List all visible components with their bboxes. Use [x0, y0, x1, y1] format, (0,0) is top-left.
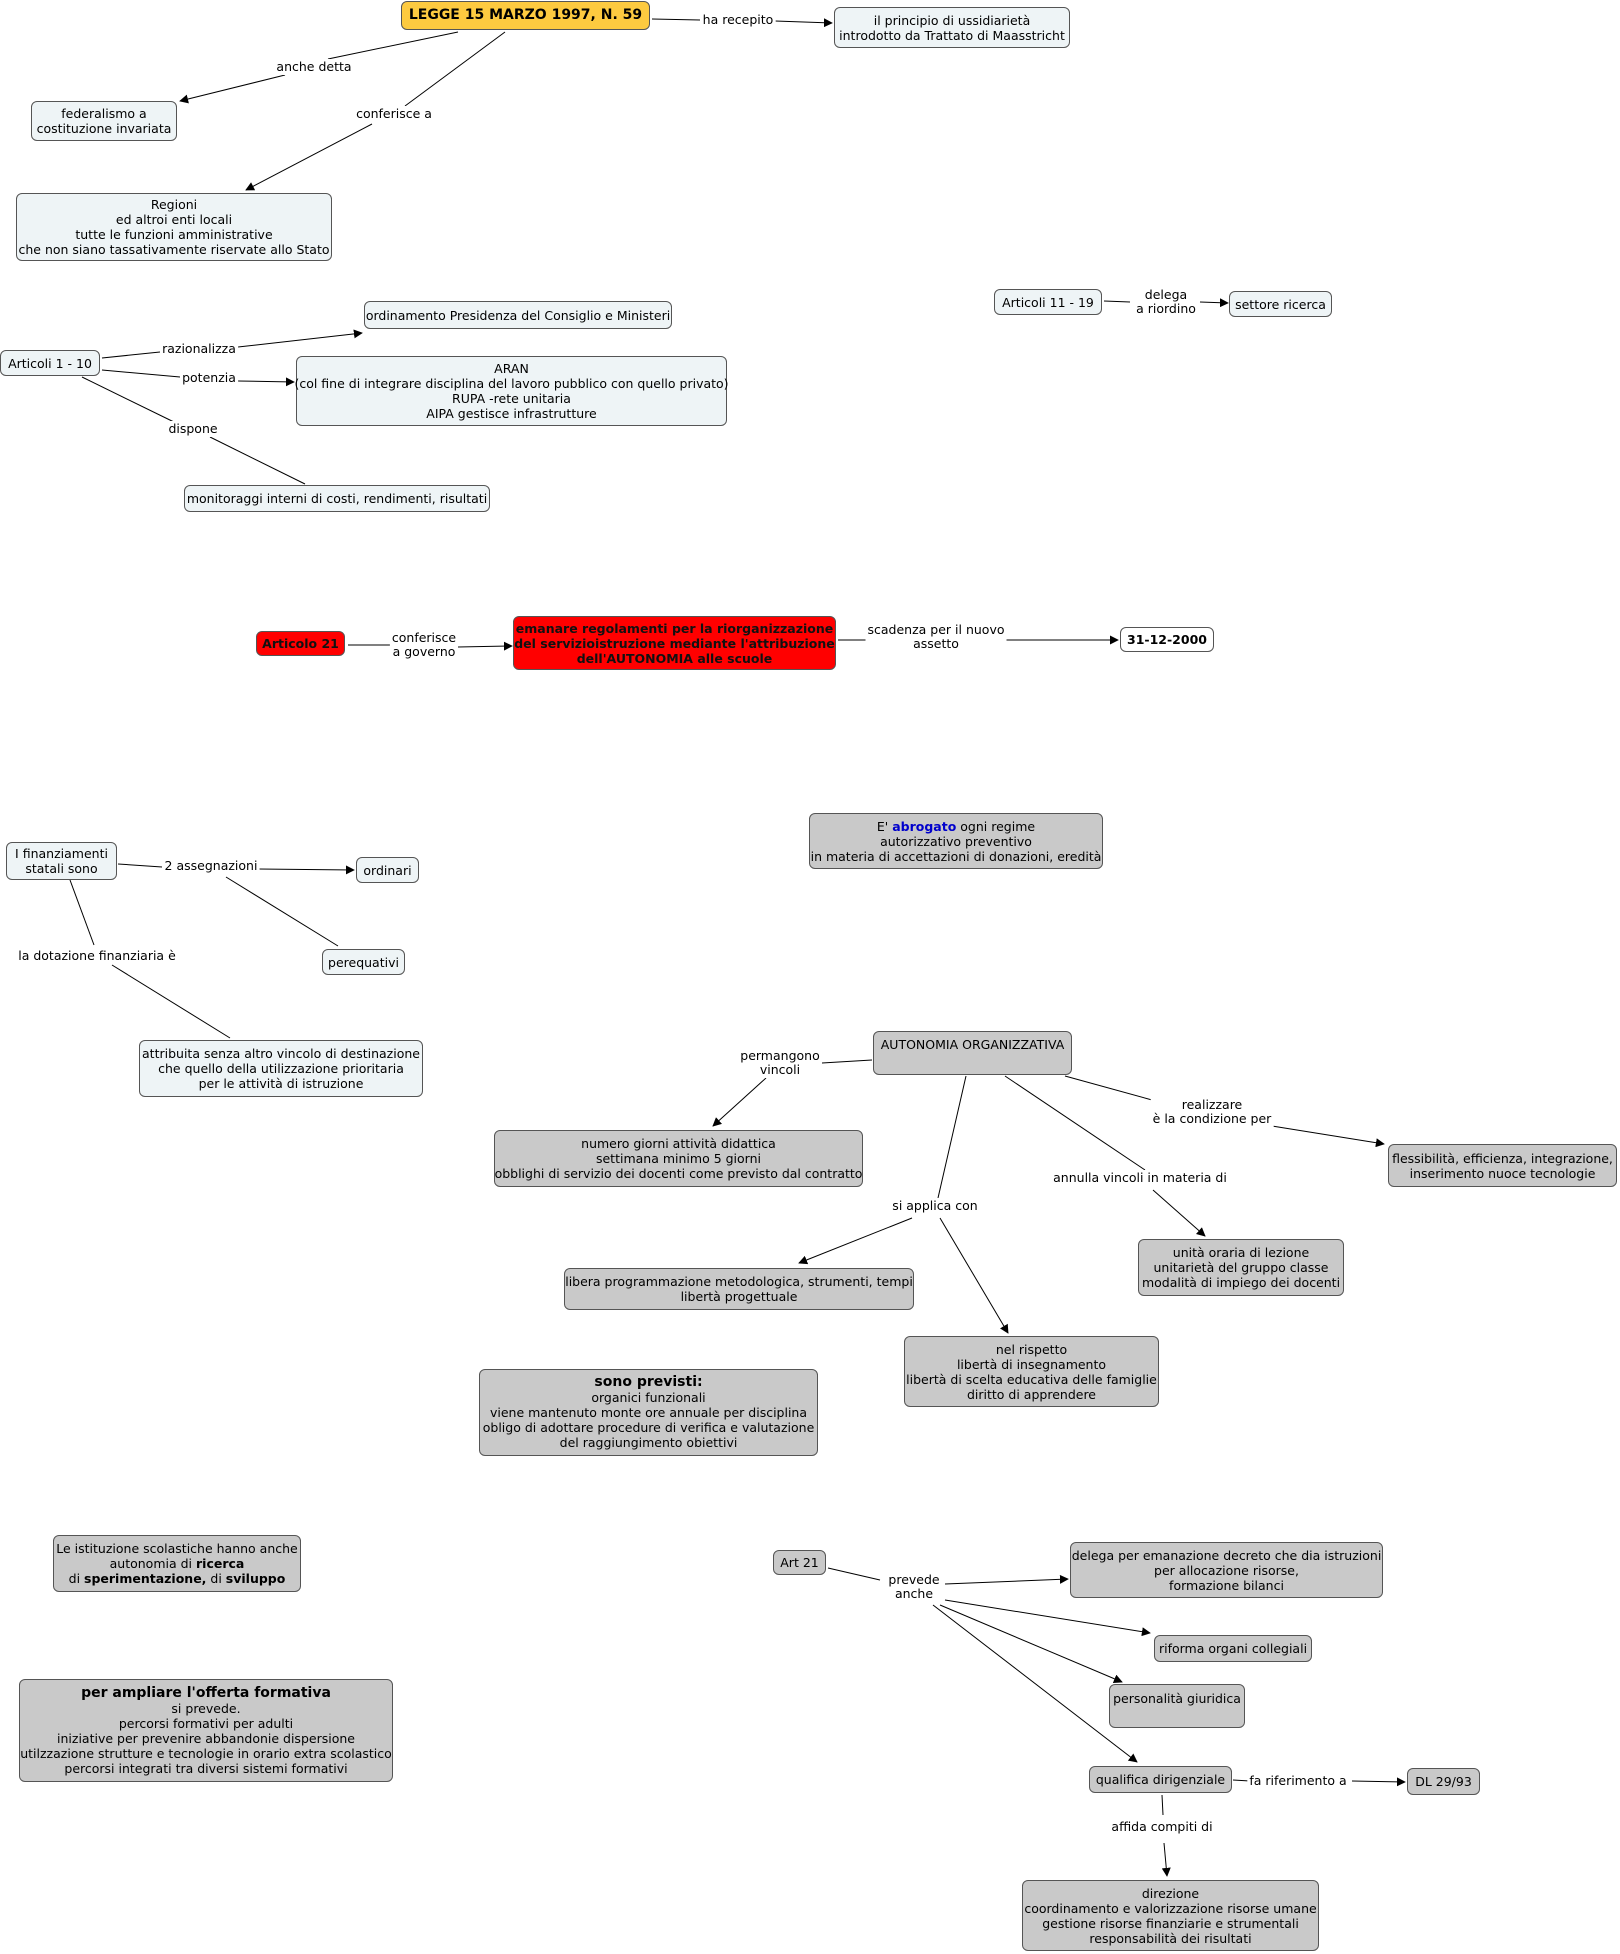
link-label-dotazione: la dotazione finanziaria è	[16, 948, 178, 964]
node-federalismo[interactable]: federalismo a costituzione invariata	[31, 101, 177, 141]
link-label-dispone: dispone	[166, 421, 220, 437]
node-sussidiarieta[interactable]: il principio di ussidiarietà introdotto …	[834, 7, 1070, 48]
node-regioni[interactable]: Regioni ed altroi enti locali tutte le f…	[16, 193, 332, 261]
node-emanare[interactable]: emanare regolamenti per la riorganizzazi…	[513, 616, 836, 670]
node-libera-programmazione[interactable]: libera programmazione metodologica, stru…	[564, 1268, 914, 1310]
node-articoli-11-19[interactable]: Articoli 11 - 19	[994, 289, 1102, 315]
node-sono-previsti[interactable]: sono previsti: organici funzionali viene…	[479, 1369, 818, 1456]
node-unita-oraria[interactable]: unità oraria di lezione unitarietà del g…	[1138, 1239, 1344, 1296]
link-label-affida: affida compiti di	[1109, 1819, 1215, 1835]
node-qualifica[interactable]: qualifica dirigenziale	[1089, 1766, 1232, 1793]
link-label-permangono: permangono vincoli	[738, 1048, 822, 1078]
node-istituzioni[interactable]: Le istituzione scolastiche hanno anche a…	[53, 1535, 301, 1592]
node-abrogato[interactable]: E' abrogato ogni regime autorizzativo pr…	[809, 813, 1103, 869]
node-flessibilita[interactable]: flessibilità, efficienza, integrazione, …	[1388, 1144, 1617, 1187]
node-perequativi[interactable]: perequativi	[322, 949, 405, 975]
link-label-fa-riferimento: fa riferimento a	[1247, 1773, 1349, 1789]
node-personalita[interactable]: personalità giuridica	[1109, 1684, 1245, 1728]
node-date-2000[interactable]: 31-12-2000	[1120, 627, 1214, 652]
node-direzione[interactable]: direzione coordinamento e valorizzazione…	[1022, 1880, 1319, 1951]
node-aran[interactable]: ARAN (col fine di integrare disciplina d…	[294, 356, 729, 426]
link-label-potenzia: potenzia	[180, 370, 238, 386]
link-label-razionalizza: razionalizza	[160, 341, 238, 357]
link-label-si-applica: si applica con	[890, 1198, 980, 1214]
link-label-scadenza: scadenza per il nuovo assetto	[865, 622, 1007, 652]
node-art-21[interactable]: Art 21	[773, 1550, 826, 1575]
link-label-conferisce-a: conferisce a	[354, 106, 434, 122]
link-label-prevede-anche: prevede anche	[886, 1572, 942, 1602]
node-ampliare[interactable]: per ampliare l'offerta formativa si prev…	[19, 1679, 393, 1782]
node-dl[interactable]: DL 29/93	[1407, 1768, 1480, 1795]
node-articoli-1-10[interactable]: Articoli 1 - 10	[0, 350, 100, 376]
link-label-annulla: annulla vincoli in materia di	[1051, 1170, 1229, 1186]
node-ordinari[interactable]: ordinari	[356, 857, 419, 883]
node-autonomia-organizzativa[interactable]: AUTONOMIA ORGANIZZATIVA	[873, 1031, 1072, 1075]
node-finanziamenti[interactable]: I finanziamenti statali sono	[6, 842, 117, 880]
link-label-anche-detta: anche detta	[274, 59, 354, 75]
link-label-conferisce-governo: conferisce a governo	[389, 630, 459, 660]
node-attribuita[interactable]: attribuita senza altro vincolo di destin…	[139, 1040, 423, 1097]
node-riforma[interactable]: riforma organi collegiali	[1154, 1635, 1312, 1662]
node-monitoraggi[interactable]: monitoraggi interni di costi, rendimenti…	[184, 485, 490, 512]
node-settore-ricerca[interactable]: settore ricerca	[1229, 291, 1332, 317]
link-label-realizzare: realizzare è la condizione per	[1150, 1097, 1274, 1127]
node-delega-decreto[interactable]: delega per emanazione decreto che dia is…	[1070, 1542, 1383, 1598]
link-label-delega-riordino: delega a riordino	[1134, 287, 1198, 317]
node-legge[interactable]: LEGGE 15 MARZO 1997, N. 59	[401, 1, 650, 30]
node-numero-giorni[interactable]: numero giorni attività didattica settima…	[494, 1130, 863, 1187]
link-label-assegnazioni: 2 assegnazioni	[162, 858, 260, 874]
node-ordinamento[interactable]: ordinamento Presidenza del Consiglio e M…	[364, 301, 672, 329]
node-articolo-21[interactable]: Articolo 21	[256, 631, 345, 656]
link-label-ha-recepito: ha recepito	[700, 12, 776, 28]
node-nel-rispetto[interactable]: nel rispetto libertà di insegnamento lib…	[904, 1336, 1159, 1407]
